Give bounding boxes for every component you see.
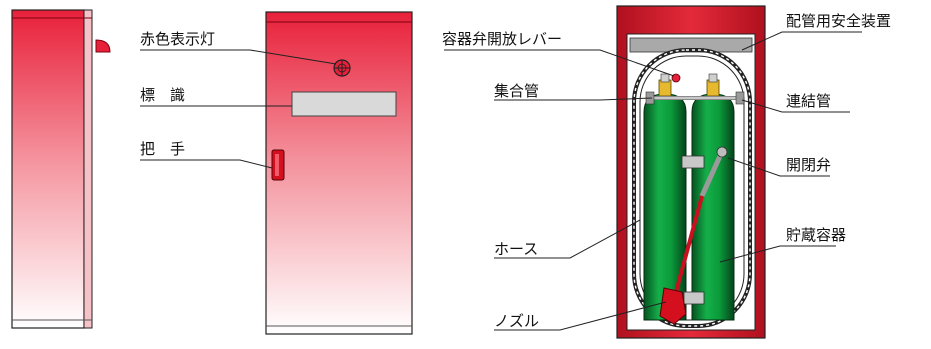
- side-indicator-light: [95, 39, 111, 53]
- interior-leader-lines: [444, 31, 862, 331]
- on-off-valve-body: [699, 154, 723, 198]
- cylinder-left: [643, 93, 687, 321]
- upper-clamp: [681, 155, 705, 169]
- label-manifold: 集合管: [494, 82, 540, 100]
- side-edge: [83, 9, 93, 329]
- lower-clamp: [683, 291, 705, 305]
- label-hose: ホース: [494, 240, 539, 258]
- cabinet-interior-view: [444, 5, 862, 339]
- label-storage-container: 貯蔵容器: [786, 226, 847, 244]
- sign-plate: [291, 91, 397, 117]
- label-on-off-valve: 開閉弁: [786, 156, 832, 174]
- label-safety-device: 配管用安全装置: [786, 12, 892, 30]
- label-sign: 標 識: [140, 86, 186, 104]
- side-panel: [11, 9, 85, 329]
- container-valves: [658, 73, 720, 97]
- label-valve-lever: 容器弁開放レバー: [442, 30, 563, 48]
- label-handle: 把 手: [140, 140, 186, 158]
- red-indicator-lamp: [333, 59, 351, 77]
- nozzle-body: [659, 287, 687, 325]
- on-off-valve-handle: [716, 146, 728, 158]
- cabinet-side-view: [11, 9, 111, 329]
- front-leader-lines: [140, 49, 337, 169]
- label-nozzle: ノズル: [494, 312, 540, 330]
- discharge-hose: [674, 195, 704, 293]
- cabinet-front-view: [140, 11, 413, 335]
- label-connecting-pipe: 連結管: [786, 92, 832, 110]
- hose-assembly: [659, 146, 728, 325]
- door-handle: [271, 149, 285, 181]
- label-indicator-light: 赤色表示灯: [140, 30, 216, 48]
